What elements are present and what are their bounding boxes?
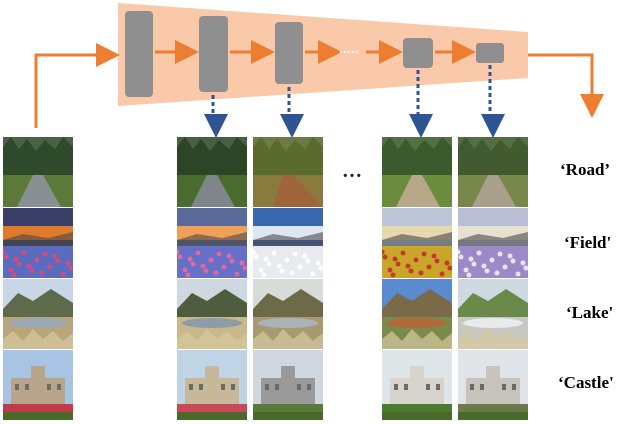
thumbnail-road-layer-n: [458, 137, 528, 207]
thumbnail-lake-layer-2: [253, 279, 323, 349]
thumbnail-lake-layer-n-1: [382, 279, 452, 349]
thumbnail-field-layer-1: [177, 208, 247, 278]
thumbnail-field-layer-n-1: [382, 208, 452, 278]
label-castle: ‘Castle': [558, 373, 614, 392]
thumbnail-road-input: [3, 137, 73, 207]
thumbnail-lake-input: [3, 279, 73, 349]
layer-block-3: [275, 22, 303, 84]
layer-block-2: [199, 16, 228, 92]
thumbnail-field-layer-2: [253, 208, 323, 278]
thumbnail-field-layer-n: [458, 208, 528, 278]
label-field: ‘Field': [564, 233, 612, 252]
thumbnail-castle-layer-2: [253, 350, 323, 420]
thumbnail-castle-layer-n: [458, 350, 528, 420]
thumbnail-road-layer-2: [253, 137, 323, 207]
thumbnail-road-layer-n-1: [382, 137, 452, 207]
network-body: [118, 3, 528, 106]
output-arrow: [528, 53, 604, 118]
thumbnail-castle-input: [3, 350, 73, 420]
thumbnail-field-input: [3, 208, 73, 278]
thumbnail-castle-layer-1: [177, 350, 247, 420]
thumbnail-lake-layer-n: [458, 279, 528, 349]
layer-block-1: [125, 11, 153, 97]
layer-block-4: [403, 38, 433, 68]
layer-block-5: [476, 43, 504, 63]
thumbnail-lake-layer-1: [177, 279, 247, 349]
pipeline-ellipsis: ·····: [339, 45, 359, 59]
input-arrow: [34, 43, 120, 128]
thumbnail-castle-layer-n-1: [382, 350, 452, 420]
label-road: ‘Road’: [560, 160, 611, 179]
columns-ellipsis: …: [342, 160, 362, 182]
label-lake: ‘Lake': [566, 303, 614, 322]
thumbnail-road-layer-1: [177, 137, 247, 207]
